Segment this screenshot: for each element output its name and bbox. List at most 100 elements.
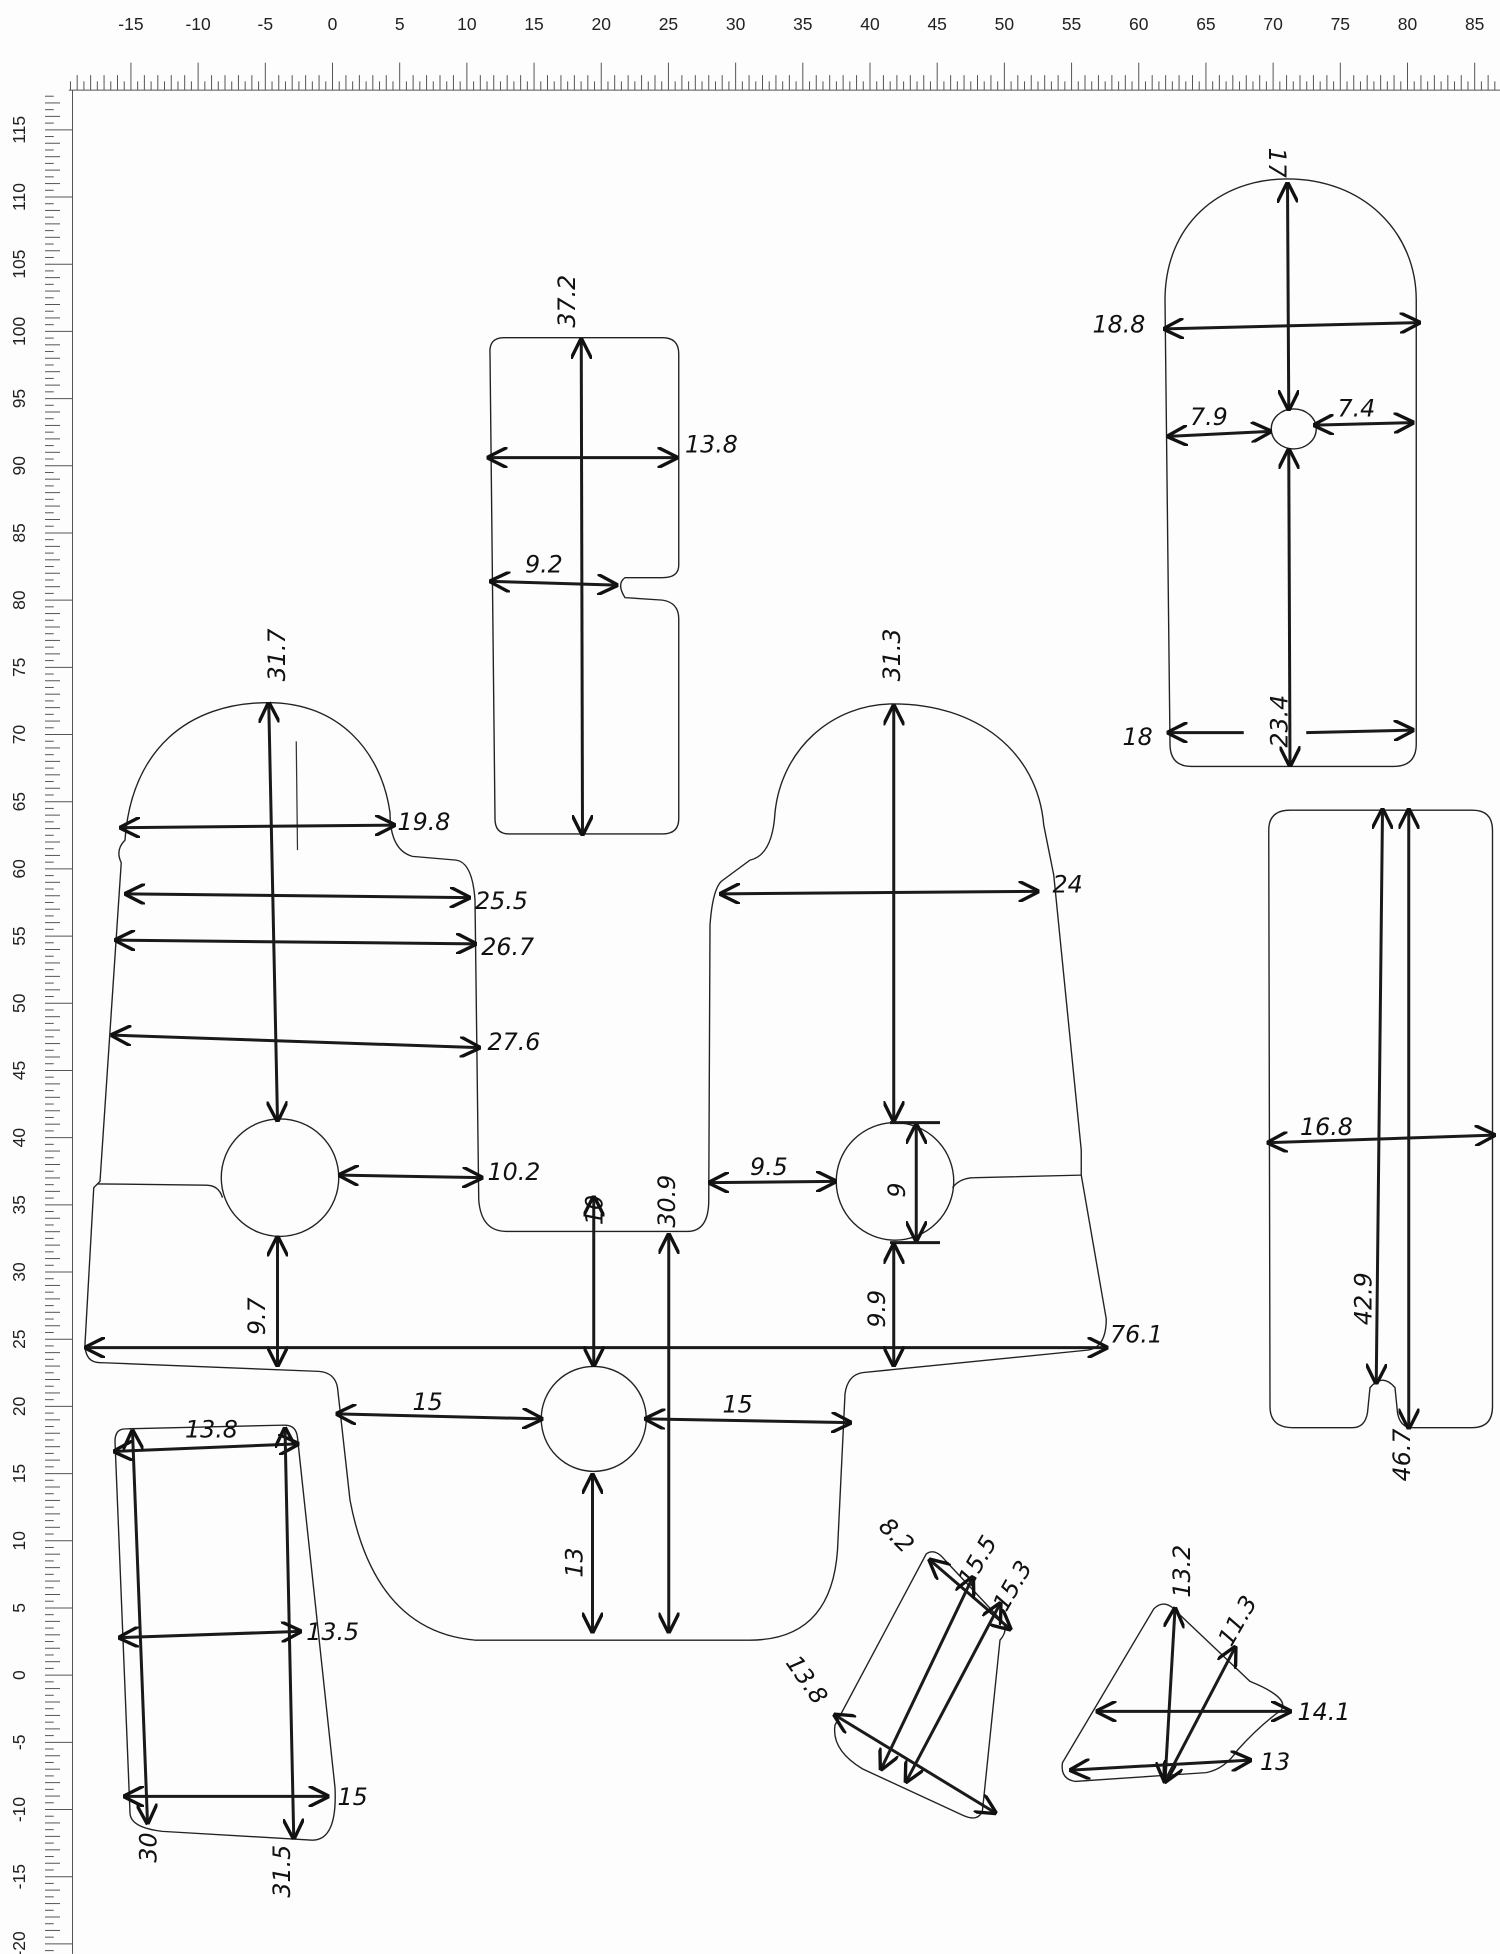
label-right-hole-gap: 9.5	[750, 1153, 788, 1181]
ruler-label: 20	[9, 1396, 29, 1416]
ruler-label: 45	[927, 14, 946, 34]
label-height: 37.2	[553, 275, 581, 328]
label-right-hole-down: 9.9	[863, 1290, 891, 1328]
label-left-w2: 25.5	[475, 887, 528, 915]
ruler-label: 25	[659, 14, 678, 34]
ruler-label: 65	[1196, 14, 1215, 34]
ruler-label: 25	[9, 1329, 29, 1348]
left-ruler: 1151101051009590858075706560555045403530…	[9, 90, 73, 1954]
label-top: 8.2	[873, 1512, 920, 1559]
label-center-left: 15	[413, 1388, 443, 1416]
ruler-label: 60	[9, 859, 29, 879]
label-left-height: 30	[134, 1832, 162, 1862]
ruler-label: -15	[9, 1864, 29, 1889]
piece-top-center: 37.2 13.8 9.2	[489, 275, 738, 834]
label-left-w1: 19.8	[398, 808, 451, 836]
label-top-width: 13.8	[185, 1416, 238, 1444]
ruler-label: 80	[1398, 14, 1418, 34]
ruler-label: 10	[457, 14, 477, 34]
label-bottom-width: 18	[1123, 723, 1153, 751]
ruler-label: 100	[9, 317, 29, 346]
label-center-height: 30.9	[653, 1175, 681, 1228]
label-hole-left: 7.9	[1190, 403, 1228, 431]
ruler-label: 40	[9, 1128, 29, 1148]
label-hole-right: 7.4	[1338, 394, 1376, 422]
label-bottom-height: 23.4	[1266, 695, 1294, 748]
label-center-right: 15	[723, 1391, 753, 1419]
label-mid-width: 13.5	[306, 1618, 359, 1646]
label-notch-height: 42.9	[1349, 1272, 1377, 1325]
ruler-label: 50	[995, 14, 1015, 34]
label-left-height: 31.7	[263, 628, 291, 681]
ruler-label: 60	[1129, 14, 1149, 34]
piece-right-strip: 16.8 42.9 46.7	[1269, 810, 1494, 1481]
ruler-label: -5	[258, 14, 274, 34]
label-diag: 11.3	[1212, 1591, 1263, 1651]
label-bottom: 13.8	[780, 1650, 833, 1709]
label-width: 13.8	[685, 431, 738, 459]
ruler-label: 95	[9, 389, 29, 408]
label-left-w3: 26.7	[481, 933, 534, 961]
label-right-height: 31.5	[268, 1845, 296, 1898]
label-center-down: 13	[561, 1547, 589, 1577]
label-width: 16.8	[1300, 1113, 1353, 1141]
ruler-label: 55	[9, 926, 29, 945]
label-right-width: 24	[1053, 871, 1083, 899]
label-height: 46.7	[1388, 1428, 1416, 1481]
piece-main: 31.7 19.8 25.5 26.7 27.6 10.2 9.7 76.1 1…	[85, 628, 1163, 1641]
piece-top-right-arch: 17 18.8 7.9 7.4 23.4 18	[1093, 148, 1419, 767]
ruler-label: 115	[9, 116, 29, 144]
ruler-label: 5	[9, 1603, 29, 1613]
ruler-label: -15	[118, 14, 143, 34]
ruler-label: 65	[9, 792, 29, 811]
label-left-hole-gap: 10.2	[488, 1158, 541, 1186]
label-left-w4: 27.6	[488, 1028, 541, 1056]
label-top: 17	[1263, 148, 1291, 178]
piece-bottom-left: 13.8 30 31.5 13.5 15	[115, 1416, 368, 1898]
label-bottom-width: 13	[1260, 1748, 1290, 1776]
ruler-label: 20	[592, 14, 612, 34]
ruler-label: -10	[185, 14, 211, 34]
ruler-label: -20	[9, 1931, 29, 1954]
label-right-hole-dia: 9	[883, 1183, 911, 1198]
label-center-gap: 10	[581, 1195, 609, 1225]
ruler-label: 30	[726, 14, 746, 34]
ruler-label: 55	[1062, 14, 1081, 34]
ruler-label: 70	[1263, 14, 1283, 34]
ruler-label: 15	[9, 1464, 29, 1483]
ruler-label: 0	[328, 14, 338, 34]
ruler-label: 85	[9, 523, 29, 542]
label-mid-width: 14.1	[1298, 1698, 1351, 1726]
ruler-label: 75	[1331, 14, 1350, 34]
ruler-label: 80	[9, 590, 29, 610]
right-hole	[835, 1121, 955, 1241]
label-left-hole-down: 9.7	[243, 1297, 271, 1335]
ruler-label: 75	[9, 658, 29, 677]
ruler-label: 35	[9, 1195, 29, 1214]
label-overall-width: 76.1	[1110, 1321, 1163, 1349]
ruler-label: 15	[524, 14, 543, 34]
ruler-label: -5	[9, 1735, 29, 1751]
ruler-label: 50	[9, 993, 29, 1013]
label-diag2: 15.3	[987, 1556, 1038, 1616]
piece-trapezoid: 8.2 15.5 15.3 13.8	[780, 1512, 1038, 1819]
label-diag1: 15.5	[952, 1531, 1003, 1591]
piece-triangle: 13.2 11.3 14.1 13	[1061, 1545, 1351, 1782]
ruler-label: 110	[9, 183, 29, 211]
label-notch: 9.2	[525, 551, 563, 579]
hole	[1270, 408, 1317, 450]
label-right-height: 31.3	[878, 628, 906, 681]
left-hole	[220, 1118, 340, 1238]
ruler-label: 5	[395, 14, 405, 34]
ruler-label: 30	[9, 1262, 29, 1282]
ruler-label: 85	[1465, 14, 1484, 34]
label-bottom-width: 15	[338, 1783, 368, 1811]
ruler-label: 40	[860, 14, 880, 34]
ruler-label: -10	[9, 1797, 29, 1823]
ruler-label: 70	[9, 725, 29, 745]
center-hole	[540, 1365, 647, 1473]
ruler-label: 45	[9, 1061, 29, 1080]
label-width: 18.8	[1093, 311, 1146, 339]
